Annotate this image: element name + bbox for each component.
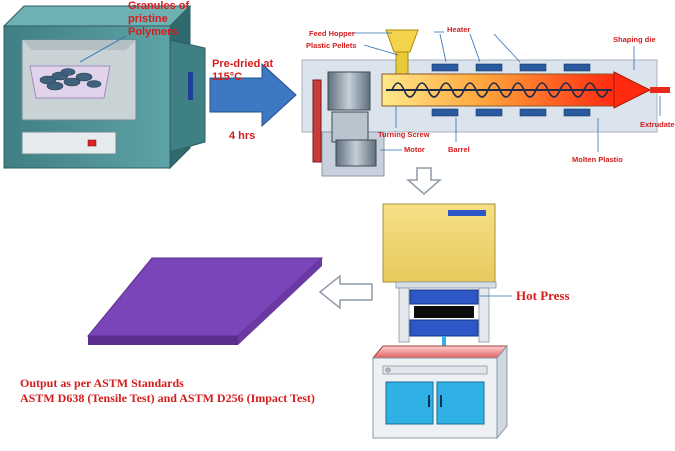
extrudate-label: Extrudate [640,120,675,129]
granules-label-1: Granules of [128,0,190,12]
drying-arrow [209,62,297,128]
hot-press-label: Hot Press [516,288,570,303]
hot-press [371,203,512,440]
shaping-die [613,71,652,109]
feed-hopper [385,29,419,53]
oven-door-handle [188,72,193,100]
control-knob [385,367,391,373]
predried-label: Pre-dried at [212,58,274,70]
cabinet-door-left [385,381,434,425]
astm-label: ASTM D638 (Tensile Test) and ASTM D256 (… [20,391,315,405]
extrudate [650,87,670,93]
mould [414,306,474,318]
heaters [431,63,591,117]
temperature-label: 115°C [212,71,243,83]
down-arrow [406,167,442,195]
output-sheet [86,257,324,345]
oven-door [169,39,206,153]
feed-hopper-label: Feed Hopper [309,29,355,38]
oven-indicator-light [87,139,97,147]
granules-pointer [79,35,127,63]
polymer-granules [39,68,102,91]
press-table-top [371,345,509,359]
granules-label-3: Polymers [128,26,178,38]
shaping-die-label: Shaping die [613,35,656,44]
motor-label: Motor [404,145,425,154]
extruder [301,29,670,177]
barrel-label: Barrel [448,145,470,154]
oven-control-panel [21,131,117,155]
left-arrow [318,274,373,310]
drive-belt [312,79,322,163]
heater-label: Heater [447,25,471,34]
turning-screw-label: Turning Screw [378,130,430,139]
gearbox [327,71,371,111]
output-label: Output as per ASTM Standards [20,376,184,390]
upper-platen [409,289,479,305]
granules-label-2: pristine [128,13,168,25]
turning-screw [391,82,609,98]
molten-plastic-label: Molten Plastio [572,155,623,164]
plastic-pellets-label: Plastic Pellets [306,41,357,50]
duration-label: 4 hrs [229,130,256,142]
extruder-pointers [352,31,661,152]
lower-platen [409,319,479,337]
drying-oven [2,4,206,170]
press-head [382,203,496,283]
motor-body [335,139,377,167]
cabinet-door-right [436,381,485,425]
